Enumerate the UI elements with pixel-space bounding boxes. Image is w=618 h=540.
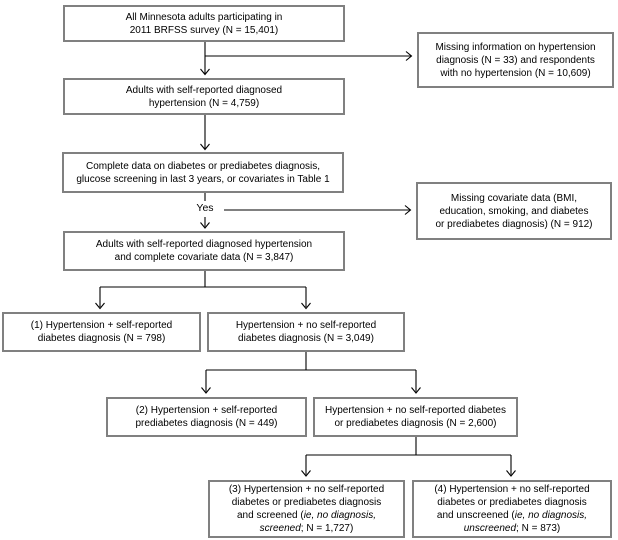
box-group4-post: ; N = 873): [516, 523, 561, 534]
box-no-diabetes: Hypertension + no self-reported diabetes…: [207, 312, 405, 352]
box-group1-diabetes-text: (1) Hypertension + self-reported diabete…: [30, 320, 173, 344]
connector-nodiab-split: [201, 352, 421, 394]
box-group4-unscreened-text: (4) Hypertension + no self-reported diab…: [434, 483, 589, 535]
box-group1-diabetes: (1) Hypertension + self-reported diabete…: [2, 312, 201, 352]
box-diagnosed-hypertension: Adults with self-reported diagnosed hype…: [63, 78, 345, 115]
yes-branch-label: Yes: [186, 202, 224, 215]
box-complete-covariate-text: Adults with self-reported diagnosed hype…: [95, 239, 313, 263]
connector-survey-right: [205, 51, 413, 61]
box-group4-unscreened: (4) Hypertension + no self-reported diab…: [412, 480, 612, 538]
box-no-diabetes-text: Hypertension + no self-reported diabetes…: [235, 320, 377, 344]
box-group4-pre: (4) Hypertension + no self-reported diab…: [434, 484, 590, 521]
connector-covariate-split: [95, 271, 311, 310]
box-excluded-missing-hypertension: Missing information on hypertension diag…: [417, 32, 614, 88]
box-complete-data-question: Complete data on diabetes or prediabetes…: [62, 152, 344, 193]
box-group2-prediabetes-text: (2) Hypertension + self-reported prediab…: [135, 405, 278, 429]
connector-yes-down: [200, 217, 210, 229]
box-excluded-missing-covariate: Missing covariate data (BMI, education, …: [416, 182, 612, 240]
box-group2-prediabetes: (2) Hypertension + self-reported prediab…: [106, 397, 307, 437]
box-no-diabetes-prediabetes: Hypertension + no self-reported diabetes…: [313, 397, 518, 437]
box-group4-italic: ie, no diagnosis, unscreened: [463, 510, 588, 534]
box-diagnosed-hypertension-text: Adults with self-reported diagnosed hype…: [125, 84, 283, 109]
box-excluded-missing-covariate-text: Missing covariate data (BMI, education, …: [435, 192, 593, 230]
box-group3-italic: ie, no diagnosis, screened: [259, 510, 376, 534]
box-group3-screened-text: (3) Hypertension + no self-reported diab…: [229, 483, 384, 535]
connector-survey-down: [200, 42, 210, 76]
box-group3-post: ; N = 1,727): [300, 523, 354, 534]
box-survey-population: All Minnesota adults participating in 20…: [63, 5, 345, 42]
connector-nodiabpre-split: [301, 437, 516, 477]
box-complete-covariate: Adults with self-reported diagnosed hype…: [63, 231, 345, 271]
box-group3-pre: (3) Hypertension + no self-reported diab…: [228, 484, 385, 521]
box-complete-data-question-text: Complete data on diabetes or prediabetes…: [76, 160, 330, 185]
box-survey-text: All Minnesota adults participating in 20…: [125, 11, 283, 36]
connector-yes-right: [222, 205, 412, 215]
box-excluded-missing-hypertension-text: Missing information on hypertension diag…: [435, 41, 596, 79]
box-group3-screened: (3) Hypertension + no self-reported diab…: [208, 480, 405, 538]
box-no-diabetes-prediabetes-text: Hypertension + no self-reported diabetes…: [325, 405, 506, 429]
connector-hyp-down: [200, 115, 210, 151]
